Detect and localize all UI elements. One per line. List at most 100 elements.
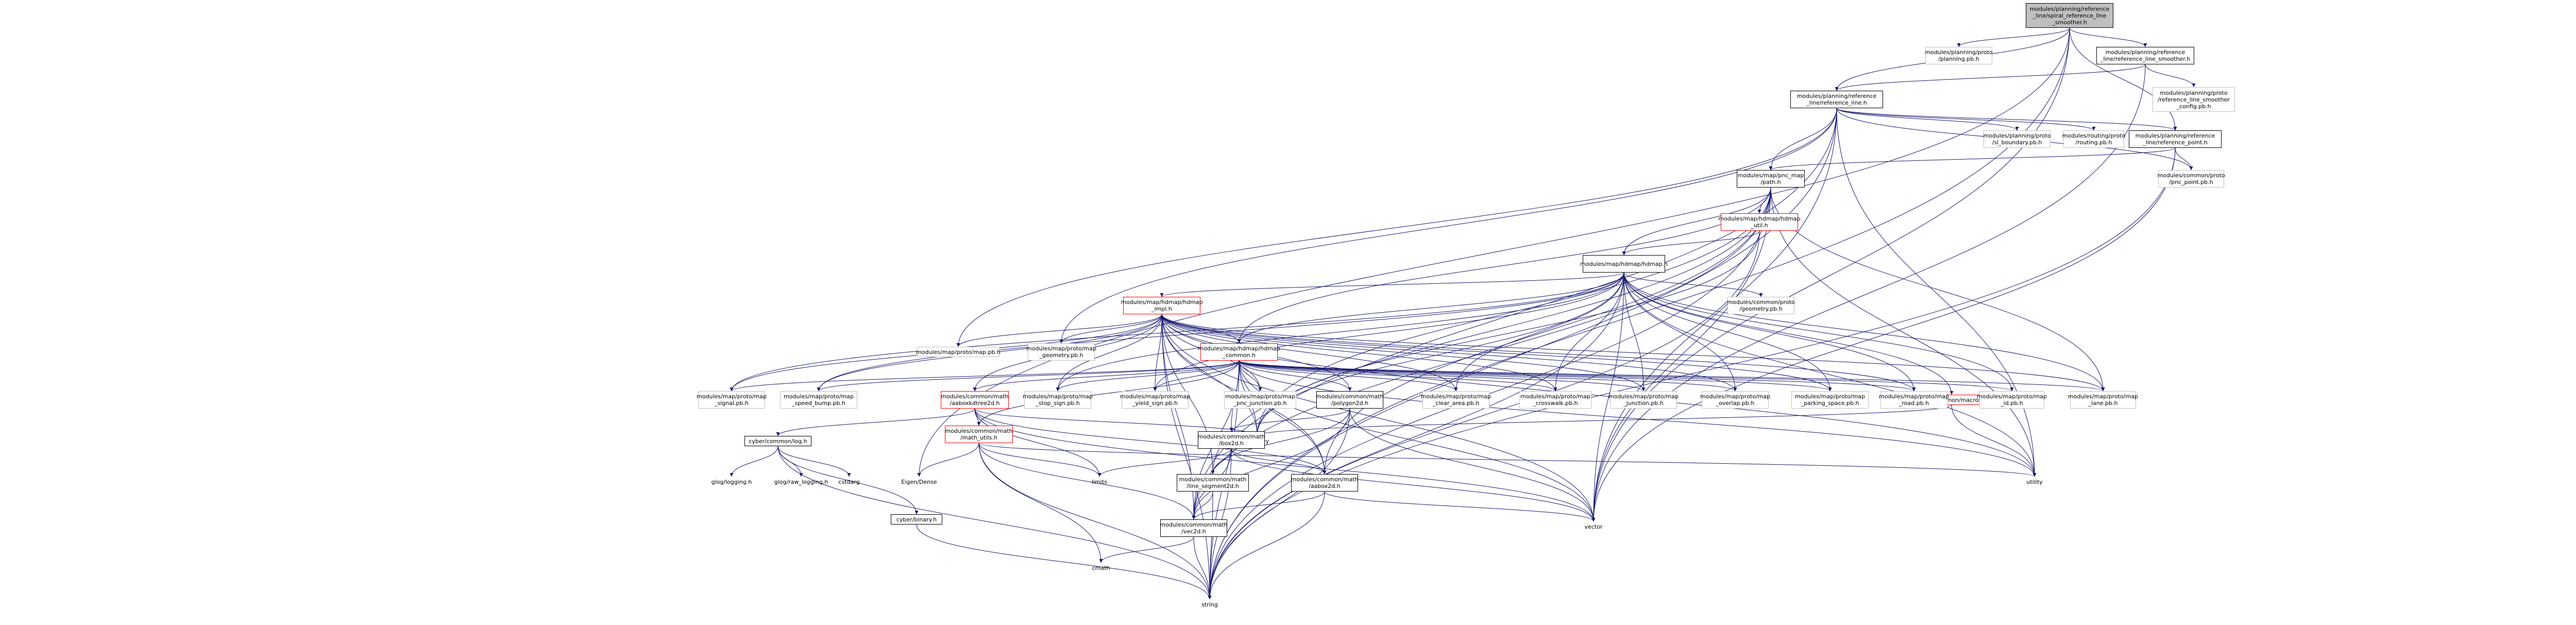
edge-n_hd_common-to-n_junction [1239,360,1646,392]
node-n-rp[interactable]: modules/planning/reference _line/referen… [2129,130,2222,148]
edge-n_hd_common-to-n_utility [1239,360,2037,477]
edge-n_hd_common-to-n_clear_area [1239,360,1458,392]
edge-n_vec2d-to-n_cmath [1099,536,1194,563]
edge-n_box2d-to-n_aabox2d [1231,448,1327,475]
node-n-math-utils[interactable]: modules/common/math /math_utils.h [945,426,1013,443]
edge-n_polygon-to-n_string [1208,408,1350,600]
node-n-speed-bump: modules/map/proto/map _speed_bump.pb.h [780,391,857,409]
edge-n_rl-to-n_utility [1836,108,2037,477]
edge-n_hd_common-to-n_id [1239,360,2014,392]
node-n-rl[interactable]: modules/planning/reference _line/referen… [1790,91,1883,108]
edge-n_math_utils-to-n_vec2d [978,443,1196,520]
edge-n_aaboxkdtree-to-n_aabox2d [974,408,1327,475]
edge-n_aabox2d-to-n_vec2d [1192,491,1325,520]
edge-n_hd_common-to-n_lane [1239,360,2105,392]
edge-n_hdmap-to-n_overlap [1623,272,1737,392]
edge-n_hd_impl-to-n_string [1161,314,1212,600]
node-n-vec2d[interactable]: modules/common/math /vec2d.h [1160,519,1228,537]
edge-n_hd_common-to-n_speed_bump [817,360,1240,392]
edge-n_aaboxkdtree-to-n_log [776,408,975,436]
edge-n_rl-to-n_string [1208,108,1837,600]
node-n-overlap: modules/map/proto/map _overlap.pb.h [1700,391,1770,409]
edge-n_macros-to-n_memory [1255,404,1952,436]
node-n-geometry-pb: modules/common/proto /geometry.pb.h [1727,297,1795,314]
edge-n_log-to-n_glog [730,446,778,477]
node-n-path[interactable]: modules/map/pnc_map /path.h [1737,170,1805,188]
node-n-aabox2d[interactable]: modules/common/math /aabox2d.h [1291,474,1359,492]
node-n-hd-impl[interactable]: modules/map/hdmap/hdmap _impl.h [1121,297,1203,314]
edge-n_hdmap-to-n_parking [1623,272,1832,392]
edge-n_hd_impl-to-n_map_geometry [1059,314,1162,344]
edge-n_polygon-to-n_line_segment [1211,408,1350,475]
edge-n_macros-to-n_utility [1951,404,2037,477]
node-n-id: modules/map/proto/map _id.pb.h [1977,391,2047,409]
edge-n_path-to-n_memory [1255,187,1771,436]
edge-n_path-to-n_hd_common [1237,187,1771,344]
edge-n_path-to-n_aabox2d [1323,187,1771,475]
edge-n_hd_common-to-n_aabox2d [1239,360,1327,475]
node-n-vector: vector [1584,523,1603,530]
edge-n_hd_impl-to-n_road [1161,314,1916,392]
edge-n_log-to-n_string [777,446,1212,600]
node-n-planning-pb: modules/planning/proto /planning.pb.h [1925,47,1993,64]
edge-n_aabox2d-to-n_vector [1324,491,1596,522]
node-n-lane: modules/map/proto/map _lane.pb.h [2068,391,2138,409]
node-n-hd-util[interactable]: modules/map/hdmap/hdmap _util.h [1718,213,1801,231]
edge-n_math_utils-to-n_cmath [978,443,1103,563]
node-n-crosswalk: modules/map/proto/map _crosswalk.pb.h [1519,391,1591,409]
edge-n_hdmap-to-n_macros [1623,272,1954,395]
node-n-rls-config: modules/planning/proto /reference_line_s… [2153,87,2235,112]
node-n-glog: glog/logging.h [711,478,752,485]
edge-n_hd_common-to-n_aaboxkdtree [973,360,1240,392]
node-n-road: modules/map/proto/map _road.pb.h [1879,391,1949,409]
edge-n_hd_common-to-n_map_signal [730,360,1240,392]
edge-n_rp-to-n_pnc_point [2175,147,2193,171]
node-n-stop-sign: modules/map/proto/map _stop_sign.pb.h [1023,391,1093,409]
edge-n_rl-to-n_path [1769,108,1837,171]
node-n-hd-common[interactable]: modules/map/hdmap/hdmap _common.h [1198,343,1280,361]
edge-n_box2d-to-n_line_segment [1211,448,1232,475]
edge-n_aaboxkdtree-to-n_memory [974,408,1259,436]
node-n-binary[interactable]: cyber/binary.h [891,514,942,525]
edge-n_path-to-n_vec2d [1192,187,1771,520]
node-n-box2d[interactable]: modules/common/math /box2d.h [1197,431,1265,449]
edge-n_hd_common-to-n_polygon [1239,360,1352,392]
edge-n_hdmap-to-n_geometry_pb [1623,272,1763,297]
node-n-hdmap[interactable]: modules/map/hdmap/hdmap.h [1580,255,1668,273]
edge-n_rls-to-n_rl [1835,64,2146,91]
edge-n_hdmap-to-n_string [1208,272,1624,600]
node-n-pnc-junction: modules/map/proto/map _pnc_junction.pb.h [1224,391,1296,409]
node-n-parking: modules/map/proto/map _parking_space.pb.… [1791,391,1869,409]
node-n-line-segment[interactable]: modules/common/math /line_segment2d.h [1177,474,1249,492]
edge-n_hdmap-to-n_vector [1591,272,1624,522]
node-n-log[interactable]: cyber/common/log.h [744,436,811,446]
node-n-map-signal: modules/map/proto/map _signal.pb.h [697,391,767,409]
node-n-utility: utility [2026,478,2043,485]
edge-n_math_utils-to-n_limits [978,443,1101,477]
edge-n_path-to-n_line_segment [1211,187,1771,475]
edge-n_hd_impl-to-n_map_pb [956,314,1162,347]
edge-n_hdmap-to-n_junction [1623,272,1646,392]
edge-n_hd_common-to-n_pnc_junction [1239,360,1262,392]
edge-n_box2d-to-n_limits [1097,448,1232,477]
node-n-map-geometry: modules/map/proto/map _geometry.pb.h [1026,343,1096,361]
node-n-yield-sign: modules/map/proto/map _yield_sign.pb.h [1120,391,1190,409]
node-n-routing-pb: modules/routing/proto /routing.pb.h [2062,130,2125,148]
edge-n_aabox2d-to-n_string [1208,491,1325,600]
node-n-glog-raw: glog/raw_logging.h [774,478,828,485]
edge-n_hd_common-to-n_overlap [1239,360,1737,392]
edge-root-to-n_rls [2069,27,2147,47]
edge-n_rl-to-n_rp [1836,108,2177,131]
node-n-aaboxkdtree[interactable]: modules/common/math /aaboxkdtree2d.h [941,391,1009,409]
edge-n_binary-to-n_string [916,524,1212,600]
edge-n_rl-to-n_routing_pb [1836,108,2096,131]
edge-n_hd_common-to-n_crosswalk [1239,360,1557,392]
node-n-rls[interactable]: modules/planning/reference _line/referen… [2096,47,2194,64]
edge-n_log-to-n_cstdarg [777,446,851,477]
edge-n_rp-to-n_path [1769,147,2176,171]
edge-n_vec2d-to-n_string [1193,536,1212,600]
edge-n_hd_impl-to-n_junction [1161,314,1646,392]
node-n-sl-boundary: modules/planning/proto /sl_boundary.pb.h [1983,130,2051,148]
node-n-polygon[interactable]: modules/common/math /polygon2d.h [1316,391,1384,409]
edge-n_box2d-to-n_vector [1231,448,1596,522]
